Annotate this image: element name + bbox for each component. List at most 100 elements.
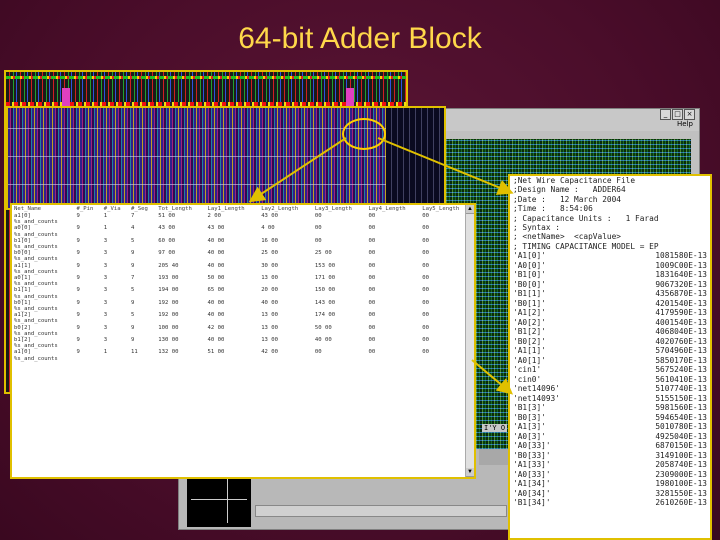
maximize-icon[interactable]: □ [672, 109, 683, 120]
table-cell-pin: 9 [76, 237, 80, 244]
cap-value: 5675240E-13 [655, 365, 707, 375]
close-icon[interactable]: × [684, 109, 695, 120]
table-cell-l2: 42 00 [261, 349, 279, 356]
table-cell-seg: 7 [130, 275, 135, 282]
cap-value: 4068040E-13 [655, 327, 707, 337]
table-cell-l2: 30 00 [261, 262, 279, 269]
window-controls: _ □ × [660, 109, 695, 120]
table-cell-sub: %s_and_counts [14, 231, 58, 238]
table-scrollbar[interactable]: ▲ ▼ [465, 205, 474, 477]
table-cell-tot: 192 00 [158, 312, 179, 319]
table-cell-name: a1[0] [14, 349, 31, 356]
table-cell-name: a1[2] [14, 312, 31, 319]
scroll-down-icon[interactable]: ▼ [466, 468, 474, 477]
cap-header-line: ;Net Wire Capacitance File [513, 176, 636, 185]
table-cell-l1: 2 00 [207, 213, 221, 219]
table-subrow: %s_and_counts [12, 343, 474, 349]
table-cell-l1: 65 00 [207, 287, 225, 294]
table-cell-pin: 9 [76, 349, 80, 356]
cap-row: 'B0[2]'4020760E-13 [510, 337, 710, 347]
table-cell-tot: 43 00 [158, 225, 176, 232]
cap-row: 'A0[33]'6870150E-13 [510, 441, 710, 451]
highlight-circle [342, 118, 386, 150]
table-cell-l1: 42 00 [207, 324, 225, 331]
table-cell-l1: 40 00 [207, 299, 225, 306]
table-cell-name: b1[2] [14, 337, 31, 344]
cap-net-name: 'A1[2]' [513, 308, 546, 318]
col-lay2: Lay2_Length [261, 206, 299, 212]
table-cell-name: a0[0] [14, 225, 31, 232]
table-cell-tot: 130 00 [158, 337, 179, 344]
cap-header-line: ;Design Name : ADDER64 [513, 185, 626, 195]
table-cell-l5: 00 [422, 262, 429, 269]
cap-net-name: 'B1[3]' [513, 403, 546, 413]
cap-header-line: ; Syntax : [513, 223, 560, 233]
table-cell-pin: 9 [76, 250, 80, 257]
table-cell-l2: 13 00 [261, 275, 279, 282]
table-cell-seg: 9 [130, 250, 135, 257]
menu-help[interactable]: Help [677, 120, 693, 128]
table-cell-l1: 50 00 [207, 275, 225, 282]
table-cell-name: b0[0] [14, 250, 31, 257]
table-cell-l1: 40 00 [207, 262, 225, 269]
cap-row: 'B1[34]'2610260E-13 [510, 498, 710, 508]
table-cell-l1: 40 00 [207, 237, 225, 244]
table-cell-sub: %s_and_counts [14, 293, 58, 300]
table-cell-tot: 100 00 [158, 324, 179, 331]
table-cell-l2: 13 00 [261, 324, 279, 331]
layout-zoom-image [6, 106, 446, 210]
scroll-up-icon[interactable]: ▲ [466, 205, 474, 214]
cap-row: 'A1[34]'1980100E-13 [510, 479, 710, 489]
cap-row: 'B0[33]'3149100E-13 [510, 451, 710, 461]
cap-row: 'cin1'5675240E-13 [510, 365, 710, 375]
table-cell-l4: 00 [368, 287, 376, 294]
cap-row: 'B0[0]'9067320E-13 [510, 280, 710, 290]
cap-value: 4356870E-13 [655, 289, 707, 299]
cap-net-name: 'B1[1]' [513, 289, 546, 299]
cap-net-name: 'cin0' [513, 374, 542, 384]
cap-row: 'A0[34]'3281550E-13 [510, 489, 710, 499]
table-cell-l1: 40 00 [207, 250, 225, 257]
table-cell-l4: 00 [368, 225, 376, 232]
cap-row: 'A1[0]'1081580E-13 [510, 251, 710, 261]
cap-value: 5010780E-13 [655, 422, 707, 432]
table-cell-l5: 00 [422, 299, 429, 306]
table-cell-l4: 00 [368, 337, 376, 344]
col-lay4: Lay4_Length [368, 206, 406, 212]
col-lay3: Lay3_Length [314, 206, 352, 212]
cap-row: 'A1[33]'2058740E-13 [510, 460, 710, 470]
table-cell-pin: 9 [76, 262, 80, 269]
table-cell-via: 3 [103, 275, 108, 282]
cap-row: 'A0[1]'5850170E-13 [510, 356, 710, 366]
cap-net-name: 'A1[1]' [513, 346, 546, 356]
table-cell-sub: %s_and_counts [14, 256, 58, 263]
col-net-name: Net_Name [14, 206, 41, 212]
table-cell-tot: 194 00 [158, 287, 179, 294]
table-cell-sub: %s_and_counts [14, 281, 58, 288]
cap-value: 5946540E-13 [655, 412, 707, 422]
table-cell-sub: %s_and_counts [14, 244, 58, 251]
table-cell-tot: 192 00 [158, 299, 179, 306]
table-cell-l4: 00 [368, 312, 376, 319]
table-cell-l5: 00 [422, 287, 429, 294]
cap-value: 9067320E-13 [655, 279, 707, 289]
cap-value: 4925040E-13 [655, 431, 707, 441]
table-cell-seg: 5 [130, 237, 135, 244]
table-cell-l1: 51 00 [207, 349, 225, 356]
cap-header-line: ; <netName> <capValue> [513, 232, 621, 242]
cap-net-name: 'A0[33]' [513, 441, 551, 451]
cap-net-name: 'A0[0]' [513, 260, 546, 270]
table-cell-seg: 7 [130, 213, 135, 219]
table-cell-l4: 00 [368, 349, 376, 356]
minimize-icon[interactable]: _ [660, 109, 671, 120]
cap-net-name: 'B1[34]' [513, 498, 551, 508]
table-subrow: %s_and_counts [12, 269, 474, 275]
cap-row: 'A0[3]'4925040E-13 [510, 432, 710, 442]
table-cell-l4: 00 [368, 213, 376, 219]
cap-net-name: 'A0[33]' [513, 469, 551, 479]
cap-row: 'B1[3]'5981560E-13 [510, 403, 710, 413]
